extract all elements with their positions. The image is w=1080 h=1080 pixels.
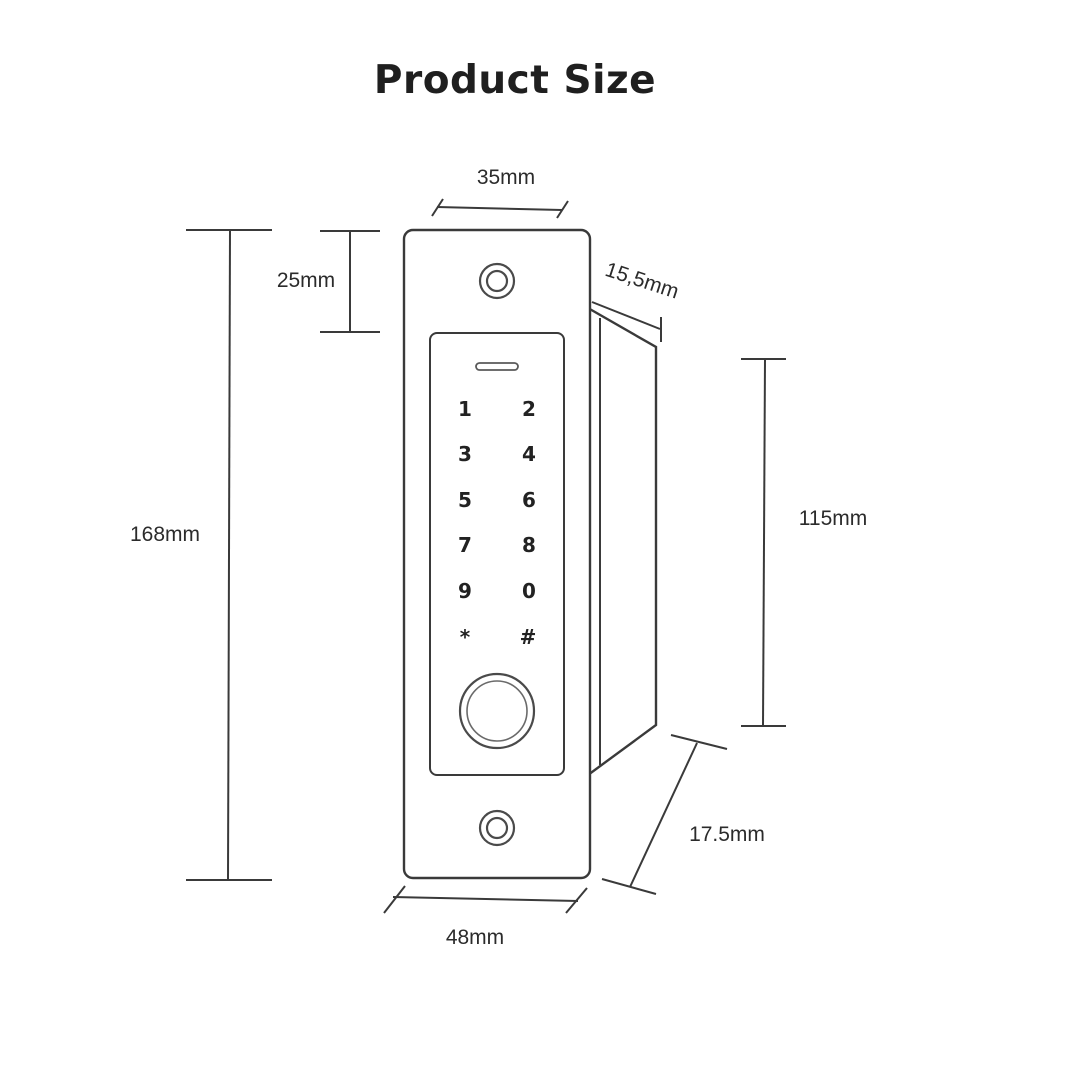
dimension-depth-bottom: 17.5mm bbox=[601, 734, 765, 895]
label-side-height: 115mm bbox=[799, 507, 867, 530]
key-hash: # bbox=[520, 625, 537, 649]
key-9: 9 bbox=[458, 579, 472, 603]
page-title: Product Size bbox=[373, 58, 657, 103]
key-2: 2 bbox=[522, 397, 536, 421]
key-6: 6 bbox=[522, 488, 536, 512]
keypad-keys: 1 2 3 4 5 6 7 8 9 0 * # bbox=[458, 397, 536, 649]
key-1: 1 bbox=[458, 397, 472, 421]
led-indicator-icon bbox=[475, 362, 519, 371]
label-depth-top: 15,5mm bbox=[602, 258, 681, 303]
screw-hole-icon bbox=[478, 262, 516, 300]
label-depth-bottom: 17.5mm bbox=[689, 823, 765, 846]
key-4: 4 bbox=[522, 442, 536, 466]
side-box bbox=[586, 305, 658, 778]
front-plate bbox=[402, 228, 592, 880]
fingerprint-sensor-icon bbox=[458, 672, 536, 750]
dimension-side-height: 115mm bbox=[741, 358, 867, 727]
dimension-bottom-width: 48mm bbox=[383, 885, 588, 949]
dimension-total-height: 168mm bbox=[130, 229, 272, 881]
dimension-top-width: 35mm bbox=[431, 166, 569, 219]
front-plate-outline bbox=[402, 228, 592, 880]
key-5: 5 bbox=[458, 488, 472, 512]
key-0: 0 bbox=[522, 579, 536, 603]
key-star: * bbox=[460, 625, 471, 649]
label-bottom-width: 48mm bbox=[446, 926, 504, 949]
key-8: 8 bbox=[522, 533, 536, 557]
label-top-width: 35mm bbox=[477, 166, 535, 189]
label-total-height: 168mm bbox=[130, 523, 200, 546]
key-3: 3 bbox=[458, 442, 472, 466]
dimension-top-offset: 25mm bbox=[277, 230, 380, 333]
keypad-panel bbox=[429, 332, 565, 776]
side-profile bbox=[586, 305, 658, 778]
label-top-offset: 25mm bbox=[277, 269, 335, 292]
key-7: 7 bbox=[458, 533, 472, 557]
screw-hole-icon bbox=[478, 809, 516, 847]
